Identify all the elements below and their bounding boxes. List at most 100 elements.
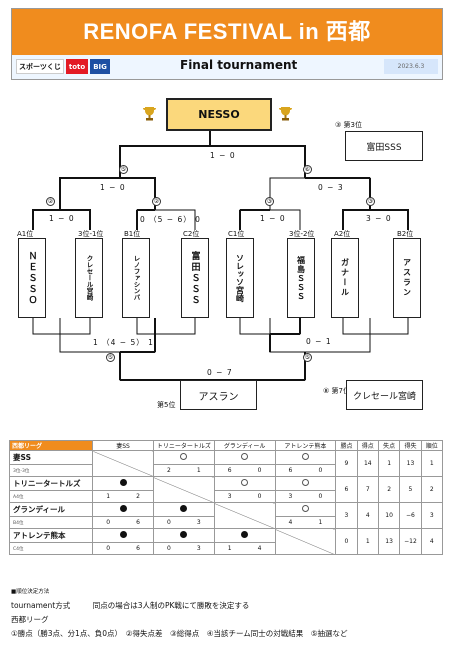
goals-for: 6	[288, 467, 293, 474]
result-mark	[274, 476, 337, 491]
seed-label: C2位	[183, 230, 200, 238]
column-header: 得失	[399, 440, 422, 451]
sponsor-sportkuji: スポーツくじ	[16, 59, 64, 74]
fifth-place-label: 第5位	[157, 401, 176, 409]
column-header: アトレンテ熊本	[274, 440, 337, 451]
win-mark-icon	[180, 453, 188, 460]
team-name: アスラン	[402, 258, 412, 298]
self-match-cell	[152, 476, 215, 503]
right-q2-score: 3 − 0	[366, 214, 392, 223]
team-name: ガナール	[340, 258, 350, 298]
goals-for: 3	[288, 493, 293, 500]
result-mark	[152, 502, 215, 517]
team-name: 福島ＳＳＳ	[296, 255, 306, 301]
result-mark	[213, 450, 276, 465]
column-header: トリニータートルズ	[152, 440, 215, 451]
match-number: ⑤	[119, 165, 128, 174]
goals-for: 0	[106, 519, 111, 526]
stat-cell: 13	[377, 528, 401, 555]
trophy-icon	[279, 107, 292, 121]
column-header: 失点	[377, 440, 401, 451]
loss-mark-icon	[180, 505, 188, 512]
win-mark-icon	[241, 479, 249, 486]
goals-against: 6	[136, 545, 140, 552]
fifth-place-box: アスラン	[180, 380, 257, 410]
stat-cell: 13	[399, 450, 422, 477]
stat-cell: 2	[377, 476, 401, 503]
ranking-notes: ■順位決定方法 tournament方式 同点の場合は3人制のPK戦にて勝敗を決…	[11, 585, 347, 641]
result-mark	[92, 502, 154, 517]
goals-against: 2	[136, 493, 140, 500]
team-box: 富田ＳＳＳ	[181, 238, 209, 318]
notes-line: 西都リーグ	[11, 615, 49, 624]
team-name: グランディール	[8, 502, 94, 517]
tournament-subtitle: Final tournament	[180, 58, 298, 72]
goals-against: 4	[257, 545, 262, 552]
stat-cell: 4	[420, 528, 444, 555]
seed-label: B2位	[397, 230, 414, 238]
result-mark	[152, 450, 215, 465]
goals-against: 1	[196, 467, 201, 474]
match-number: ②	[152, 197, 161, 206]
sponsor-logos: スポーツくじ toto BIG	[16, 59, 110, 74]
team-name: トリニータートルズ	[8, 476, 94, 491]
column-header: 順位	[420, 440, 444, 451]
win-mark-icon	[241, 453, 249, 460]
seed-label: C1位	[228, 230, 245, 238]
match-number: ③	[366, 197, 375, 206]
left-q2-score: 0 （5 − 6） 0	[140, 215, 201, 224]
team-seed: B4位	[8, 516, 94, 529]
stat-cell: 1	[420, 450, 444, 477]
match-number: ②	[46, 197, 55, 206]
goals-for: 1	[106, 493, 111, 500]
table-header-row: 西都リーグ 妻SS トリニータートルズ グランディール アトレンテ熊本 勝点 得…	[8, 440, 444, 451]
team-name: 妻SS	[8, 450, 94, 465]
win-mark-icon	[301, 453, 309, 460]
stat-cell: 5	[399, 476, 422, 503]
team-box: アスラン	[393, 238, 421, 318]
stat-cell: 3	[420, 502, 444, 529]
goals-against: 3	[196, 519, 201, 526]
notes-heading: ■順位決定方法	[11, 589, 50, 595]
trophy-icon	[143, 107, 156, 121]
match-number: ⑤	[303, 353, 312, 362]
team-seed: A4位	[8, 490, 94, 503]
stat-cell: 9	[335, 450, 358, 477]
match-number: ③	[265, 197, 274, 206]
stat-cell: 14	[356, 450, 379, 477]
stat-cell: 4	[356, 502, 379, 529]
third-place-label: ③ 第3位	[335, 121, 362, 129]
right-lower-score: 0 − 1	[306, 337, 332, 346]
match-number: ⑤	[106, 353, 115, 362]
league-name: 西都リーグ	[8, 440, 94, 451]
left-lower-score: 1 （4 − 5） 1	[93, 338, 154, 347]
result-mark	[213, 528, 276, 543]
team-name: ソレッソ宮崎	[235, 254, 245, 302]
stat-cell: 10	[377, 502, 401, 529]
header-subbar: スポーツくじ toto BIG Final tournament 2023.6.…	[12, 55, 442, 79]
team-box: ＮＥＳＳＯ	[18, 238, 46, 318]
stat-cell: 6	[335, 476, 358, 503]
team-box: ガナール	[331, 238, 359, 318]
goals-against: 0	[257, 493, 262, 500]
goals-for: 0	[106, 545, 111, 552]
team-name: クレセール宮崎	[85, 255, 93, 301]
self-match-cell	[92, 450, 154, 477]
event-title: RENOFA FESTIVAL in 西都	[12, 9, 442, 55]
stat-cell: 1	[377, 450, 401, 477]
notes-line: ①勝点（勝3点、分1点、負0点） ②得失点差 ③総得点 ④当該チーム同士の対戦結…	[11, 629, 348, 638]
bottom-score: 0 − 7	[207, 368, 233, 377]
column-header: 勝点	[335, 440, 358, 451]
